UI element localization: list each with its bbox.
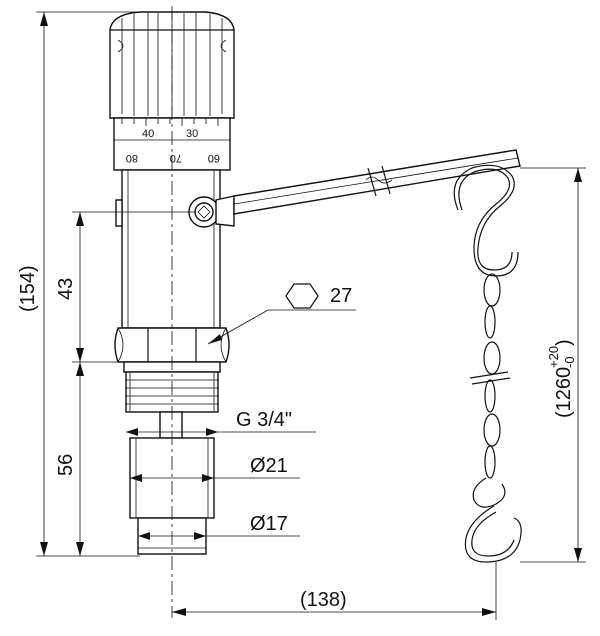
chain-assembly <box>453 164 522 563</box>
dimension-chain-length: (1260 +20 -0 ) <box>520 167 586 563</box>
horizontal-reach-label: (138) <box>300 589 347 611</box>
chain-length-label: (1260 <box>553 367 575 418</box>
dimension-dia-17: Ø17 <box>138 513 300 540</box>
hex-size-callout: 27 <box>207 283 356 345</box>
dimension-lower-56: 56 <box>55 362 84 556</box>
chain-tol-minus: -0 <box>562 356 577 368</box>
dimension-label-43: 43 <box>55 278 77 300</box>
scale-label-80: 80 <box>126 152 138 164</box>
lever-arm <box>188 149 521 228</box>
scale-label-60: 60 <box>208 152 220 164</box>
dimension-horizontal-reach: (138) <box>172 562 497 620</box>
thread-label: G 3/4" <box>236 409 292 431</box>
dimension-thread: G 3/4" <box>126 409 316 436</box>
chain-length-close: ) <box>553 339 575 346</box>
dia-21-label: Ø21 <box>250 455 288 477</box>
dimension-label-154: (154) <box>17 265 39 312</box>
chain-tol-plus: +20 <box>546 346 561 368</box>
scale-label-30: 30 <box>186 128 198 140</box>
scale-label-70: 70 <box>170 152 182 164</box>
hexagon-icon <box>285 283 319 309</box>
dia-17-label: Ø17 <box>250 513 288 535</box>
scale-label-40: 40 <box>142 128 154 140</box>
dimension-label-56: 56 <box>55 454 77 476</box>
dimension-total-height: (154) <box>17 11 140 557</box>
hex-size-label: 27 <box>330 285 352 307</box>
dimension-dia-21: Ø21 <box>130 455 300 482</box>
dimension-upper-43: 43 <box>55 211 196 363</box>
valve-body-upper <box>115 169 221 329</box>
